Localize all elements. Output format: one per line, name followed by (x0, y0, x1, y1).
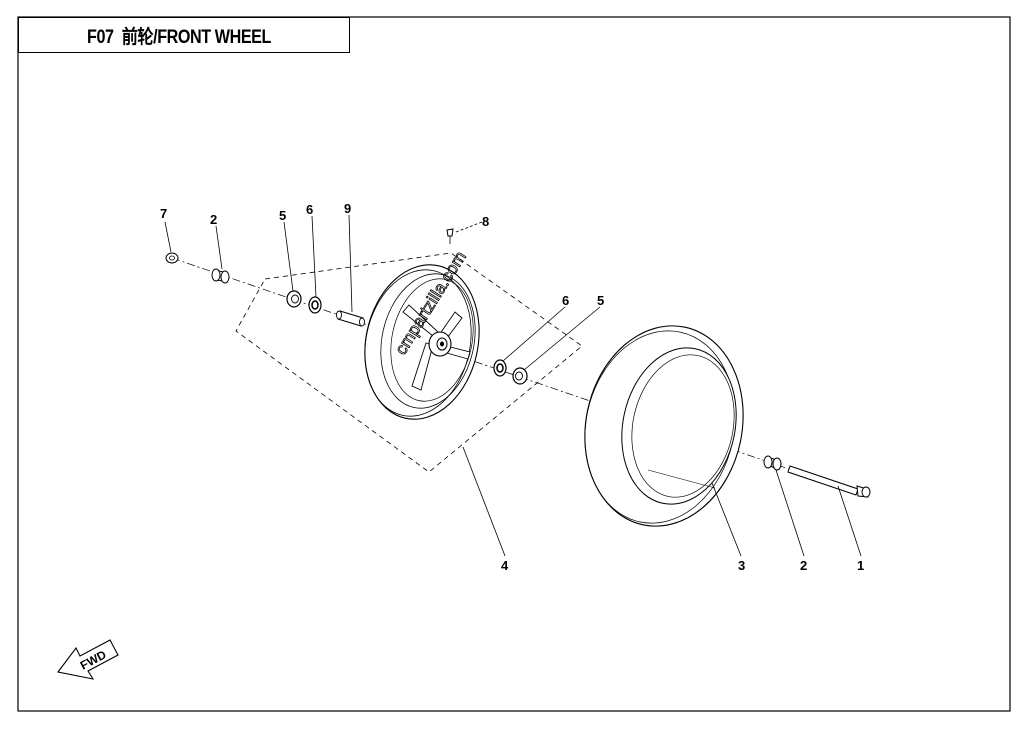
title-name: 前轮/FRONT WHEEL (121, 26, 272, 48)
axle-centerline (171, 257, 866, 496)
part-seal-right (512, 367, 528, 385)
callout-6-right: 6 (562, 293, 569, 308)
callout-2-left: 2 (210, 212, 217, 227)
callout-6-left: 6 (306, 202, 313, 217)
outer-frame (17, 16, 1011, 712)
callout-5-right: 5 (597, 293, 604, 308)
page-title: F07 前轮/FRONT WHEEL (87, 22, 271, 49)
part-spacer-right (763, 455, 782, 471)
callout-2-right: 2 (800, 558, 807, 573)
callout-9: 9 (344, 201, 351, 216)
part-bearing-right (493, 359, 507, 377)
part-nut (165, 252, 179, 264)
callout-3: 3 (738, 558, 745, 573)
part-seal-left (286, 290, 302, 308)
assembly-boundary (235, 252, 583, 473)
title-code: F07 (87, 26, 114, 48)
callout-4: 4 (501, 558, 509, 573)
title-box: F07 前轮/FRONT WHEEL (18, 17, 350, 53)
part-distance-collar (336, 310, 365, 327)
part-spacer-left (211, 268, 230, 284)
part-tire (584, 325, 744, 527)
fwd-arrow-icon: FWD (57, 639, 119, 680)
part-valve (446, 228, 454, 244)
leader-lines (164, 214, 862, 557)
part-rim (364, 264, 480, 420)
callout-7: 7 (160, 206, 167, 221)
callout-8: 8 (482, 214, 489, 229)
part-axle-bolt (787, 465, 871, 498)
callout-5-left: 5 (279, 208, 286, 223)
callout-1: 1 (857, 558, 864, 573)
part-bearing-left (308, 296, 322, 314)
